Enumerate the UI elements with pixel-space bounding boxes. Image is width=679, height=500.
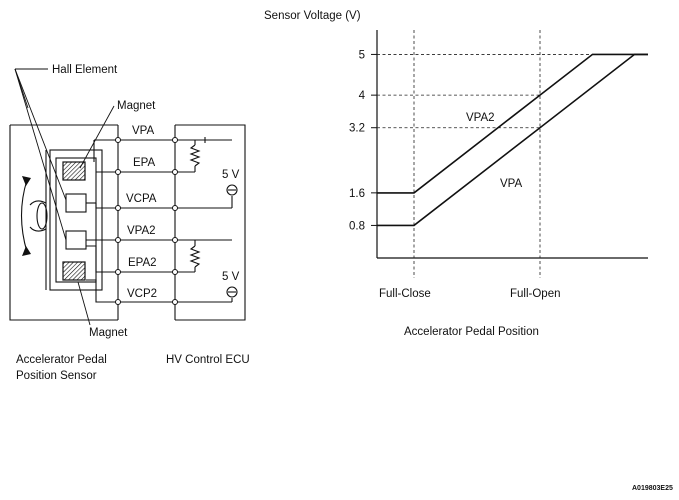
x-tick-label-1: Full-Open [510, 288, 561, 300]
wire-vcpa [95, 203, 232, 209]
magnet-bottom-leader [77, 281, 91, 326]
figure-code: A019803E25 [632, 485, 673, 492]
chart-title: Sensor Voltage (V) [264, 10, 361, 22]
wiring: 5 V 5 V VPA EPA VCPA VPA2 EPA2 VCP2 [86, 125, 240, 305]
rotation-arrow-top [22, 176, 31, 186]
x-tick-label-0: Full-Close [379, 288, 431, 300]
rotation-arrow-bottom [22, 246, 31, 256]
wire-label-vpa: VPA [132, 125, 154, 137]
magnet-bottom [62, 261, 86, 281]
magnet-top-label: Magnet [117, 100, 156, 112]
circuit-diagram: Hall Element Magnet Magnet [9, 64, 250, 382]
wire-vcp2 [86, 279, 232, 303]
voltage-chart: Sensor Voltage (V) Accelerator Pedal Pos… [264, 10, 648, 338]
hall-element-1 [65, 193, 87, 213]
y-tick-label-4: 5 [359, 49, 365, 61]
y-tick-label-3: 4 [359, 90, 366, 102]
shaft-cross [36, 202, 48, 230]
ecu-caption: HV Control ECU [166, 354, 250, 366]
y-tick-label-2: 3.2 [349, 123, 365, 135]
hall-leader-3 [14, 68, 29, 109]
hall-leader-1 [14, 68, 67, 201]
hall-element-2 [65, 230, 87, 250]
resistor-2 [189, 245, 201, 268]
resistor-1 [189, 144, 201, 167]
supply-label-1: 5 V [222, 169, 240, 181]
ecu-housing [175, 124, 246, 321]
x-axis-label: Accelerator Pedal Position [404, 326, 539, 338]
magnet-top-leader [79, 105, 115, 169]
wire-label-epa2: EPA2 [128, 257, 157, 269]
wire-epa2 [86, 245, 195, 273]
wire-label-vcpa: VCPA [126, 193, 157, 205]
sensor-frame [49, 149, 103, 291]
shaft-end [29, 200, 47, 232]
series-line-vpa [377, 53, 648, 227]
series-line-vpa2 [377, 53, 648, 194]
supply-label-2: 5 V [222, 271, 240, 283]
series-label-vpa: VPA [500, 178, 522, 190]
wire-label-vpa2: VPA2 [127, 225, 156, 237]
magnet-top [62, 161, 86, 181]
rotation-arc [21, 179, 28, 253]
series-label-vpa2: VPA2 [466, 112, 495, 124]
sensor-caption-line1: Accelerator Pedal [16, 354, 107, 366]
sensor-housing [9, 124, 118, 321]
y-tick-label-0: 0.8 [349, 220, 365, 232]
hall-element-label: Hall Element [52, 64, 118, 76]
hall-leader-2 [14, 68, 67, 241]
sensor-caption-line2: Position Sensor [16, 370, 97, 382]
sensor-frame-inner [55, 157, 97, 283]
y-tick-label-1: 1.6 [349, 188, 365, 200]
wire-label-vcp2: VCP2 [127, 288, 157, 300]
magnet-bottom-label: Magnet [89, 327, 128, 339]
wire-label-epa: EPA [133, 157, 155, 169]
